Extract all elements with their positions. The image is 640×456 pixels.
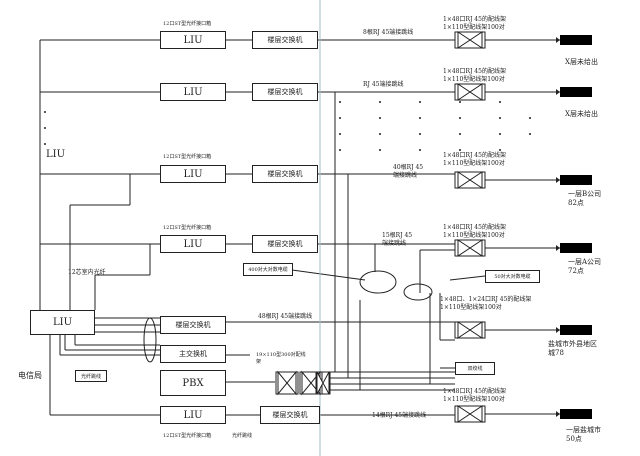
liu-main: LIU (30, 310, 95, 335)
liu-trunk-label: LIU (46, 149, 66, 160)
switch-5: 楼层交换机 (160, 316, 226, 334)
panel-5-label: 1×48口、1×24口RJ 45的配线架 1×110型配线架100对 (440, 296, 532, 311)
panel-row-3: 1×48口RJ 45的配线架 1×110型配线架100对 (443, 152, 506, 167)
cable-5-label: 48根RJ 45端接跳线 (258, 313, 313, 320)
panel-row-2: 1×48口RJ 45的配线架 1×110型配线架100对 (443, 68, 506, 83)
dest-bottom: 一层盐城市 50点 (566, 426, 601, 443)
liu-bottom-caption: 12口ST型光纤接口箱 (163, 433, 212, 439)
cable-bottom: 14根RJ 45端接跳线 (372, 412, 427, 419)
panel-110-label: 19×110型300对配线 架 (256, 352, 306, 365)
switch-bottom: 楼层交换机 (260, 406, 320, 424)
switch-row-2: 楼层交换机 (252, 83, 318, 101)
liu-row-4-caption: 12口ST型光纤接口箱 (163, 225, 212, 231)
cable-row-4: 15根RJ 45 端接跳线 (382, 232, 413, 247)
fiber-note: 12芯室内光纤 (68, 269, 106, 276)
switch-row-4: 楼层交换机 (252, 235, 318, 253)
cable-row-2: RJ 45端接跳线 (363, 81, 404, 88)
switch-row-3: 楼层交换机 (252, 165, 318, 183)
dest-row-1: X层未给出 (565, 58, 598, 66)
fiber-jumper-label-2: 光纤跳线 (232, 433, 253, 439)
pbx-box: PBX (160, 370, 226, 396)
dest-row-3: 一层B公司 82点 (568, 190, 602, 207)
main-switch: 主交换机 (160, 345, 226, 363)
liu-row-4: LIU (160, 235, 226, 253)
pair-cable-50: 50对大对数电缆 (485, 270, 540, 283)
panel-row-4: 1×48口RJ 45的配线架 1×110型配线架100对 (443, 224, 506, 239)
duplex-label: 双绞线 (455, 362, 495, 375)
liu-bottom: LIU (160, 406, 226, 424)
liu-row-1-caption: 12口ST型光纤接口箱 (163, 21, 212, 27)
dest-row-4: 一层A公司 72点 (568, 258, 602, 275)
panel-row-1: 1×48口RJ 45的配线架 1×110型配线架100对 (443, 16, 506, 31)
cable-row-3: 40根RJ 45 端接跳线 (393, 164, 424, 179)
liu-row-2: LIU (160, 83, 226, 101)
dest-row-2: X层未给出 (565, 110, 598, 118)
telecom-label: 电信局 (18, 371, 42, 380)
liu-row-1: LIU (160, 31, 226, 49)
fiber-jumper-label: 光纤跳线 (75, 370, 107, 382)
dest-5: 盐城市外县地区 城78 (548, 340, 597, 357)
panel-bottom: 1×48口RJ 45的配线架 1×110型配线架100对 (443, 388, 506, 403)
switch-row-1: 楼层交换机 (252, 31, 318, 49)
cable-row-1: 8根RJ 45端接跳线 (363, 29, 414, 36)
pair-cable-400: 400对大对数电缆 (243, 263, 293, 276)
liu-row-3-caption: 12口ST型光纤接口箱 (163, 154, 212, 160)
liu-row-3: LIU (160, 165, 226, 183)
